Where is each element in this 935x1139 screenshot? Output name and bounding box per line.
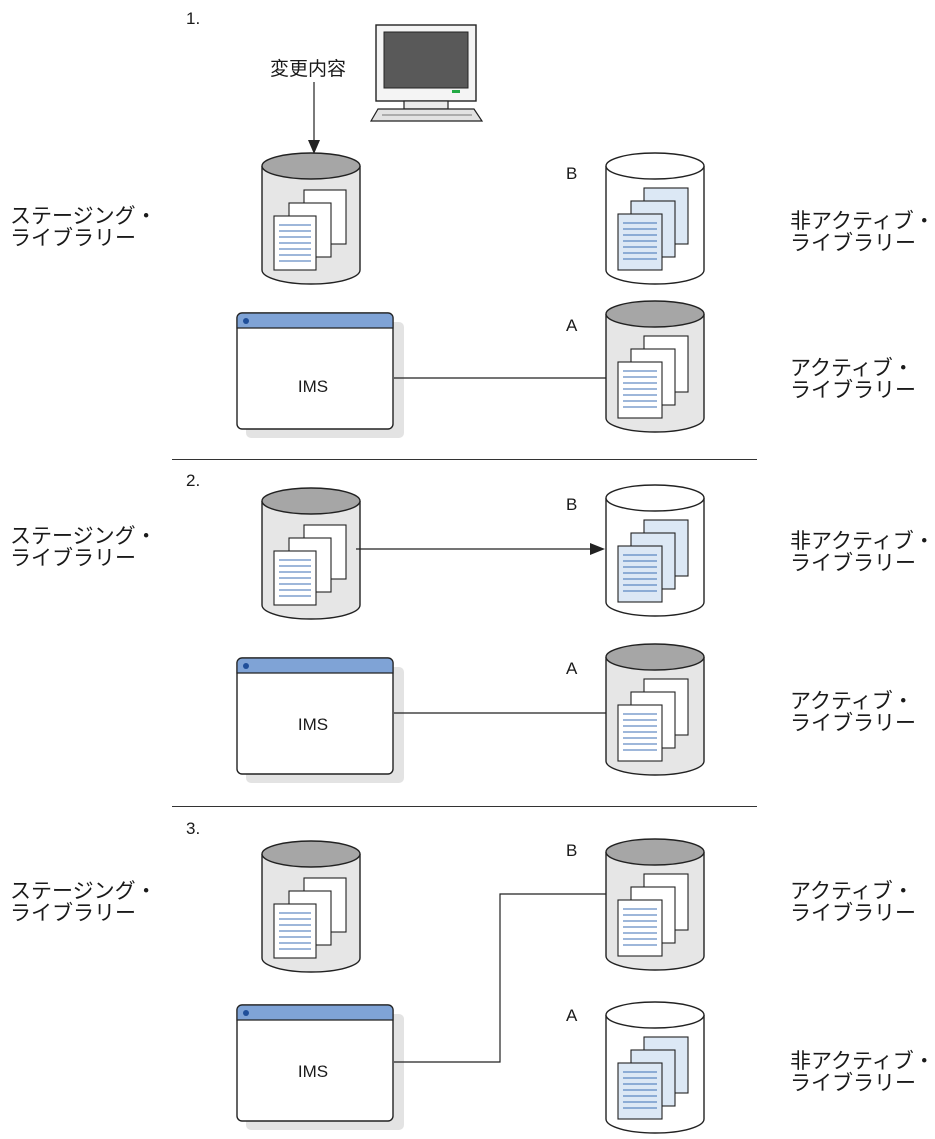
library-a-letter-2: A bbox=[566, 659, 578, 678]
document-stack-icon bbox=[273, 189, 347, 271]
library-a-label-1: アクティブ・ ライブラリー bbox=[790, 356, 916, 402]
document-stack-icon bbox=[617, 1036, 689, 1120]
document-stack-icon bbox=[617, 519, 689, 603]
staging-library-label-2: ステージング・ ライブラリー bbox=[10, 524, 157, 570]
panel-divider-1 bbox=[172, 459, 757, 460]
library-b-letter-2: B bbox=[566, 495, 578, 514]
library-b-label-3: アクティブ・ ライブラリー bbox=[790, 879, 916, 925]
changes-label: 変更内容 bbox=[270, 58, 347, 80]
staging-library-label-1: ステージング・ ライブラリー bbox=[10, 204, 157, 250]
library-a-label-3: 非アクティブ・ ライブラリー bbox=[790, 1049, 935, 1095]
step-number-1: 1. bbox=[186, 9, 201, 28]
document-stack-icon bbox=[617, 678, 689, 762]
staging-library-label-3: ステージング・ ライブラリー bbox=[10, 879, 157, 925]
document-stack-icon bbox=[617, 335, 689, 419]
staging-library-cylinder-3 bbox=[261, 840, 361, 973]
library-b-letter-3: B bbox=[566, 841, 578, 860]
library-a-cylinder-3 bbox=[605, 1001, 705, 1134]
library-b-letter-1: B bbox=[566, 164, 578, 183]
document-stack-icon bbox=[273, 877, 347, 959]
changes-arrow bbox=[308, 82, 320, 154]
staging-library-cylinder-1 bbox=[261, 152, 361, 285]
ims-label-1: IMS bbox=[297, 377, 329, 396]
step-number-2: 2. bbox=[186, 471, 201, 490]
library-a-cylinder-2 bbox=[605, 643, 705, 776]
step-number-3: 3. bbox=[186, 819, 201, 838]
document-stack-icon bbox=[617, 187, 689, 271]
ims-label-2: IMS bbox=[297, 715, 329, 734]
library-b-cylinder-3 bbox=[605, 838, 705, 971]
document-stack-icon bbox=[273, 524, 347, 606]
library-b-label-2: 非アクティブ・ ライブラリー bbox=[790, 529, 935, 575]
panel-divider-2 bbox=[172, 806, 757, 807]
staging-library-cylinder-2 bbox=[261, 487, 361, 620]
ims-window-2 bbox=[236, 657, 404, 783]
library-a-cylinder-1 bbox=[605, 300, 705, 433]
monitor-icon bbox=[369, 24, 484, 122]
library-b-cylinder-1 bbox=[605, 152, 705, 285]
library-a-label-2: アクティブ・ ライブラリー bbox=[790, 689, 916, 735]
document-stack-icon bbox=[617, 873, 689, 957]
ims-window-3 bbox=[236, 1004, 404, 1130]
library-b-label-1: 非アクティブ・ ライブラリー bbox=[790, 209, 935, 255]
library-a-letter-3: A bbox=[566, 1006, 578, 1025]
ims-window-1 bbox=[236, 312, 404, 438]
library-b-cylinder-2 bbox=[605, 484, 705, 617]
library-a-letter-1: A bbox=[566, 316, 578, 335]
ims-label-3: IMS bbox=[297, 1062, 329, 1081]
